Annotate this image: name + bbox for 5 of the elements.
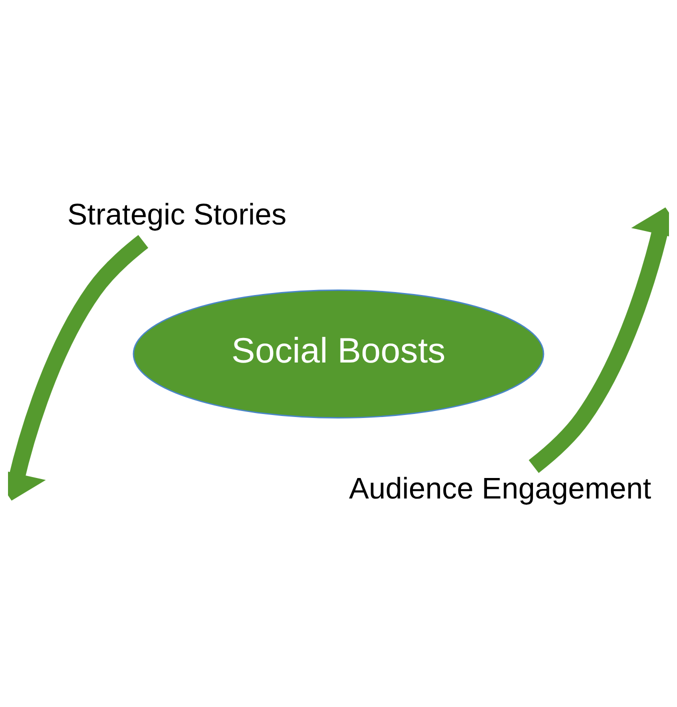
node-ellipse: Social Boosts (132, 289, 544, 418)
node-text: Strategic Stories (67, 198, 286, 231)
node-text: Audience Engagement (349, 472, 652, 506)
arrow (528, 206, 669, 472)
arrow (8, 234, 148, 500)
